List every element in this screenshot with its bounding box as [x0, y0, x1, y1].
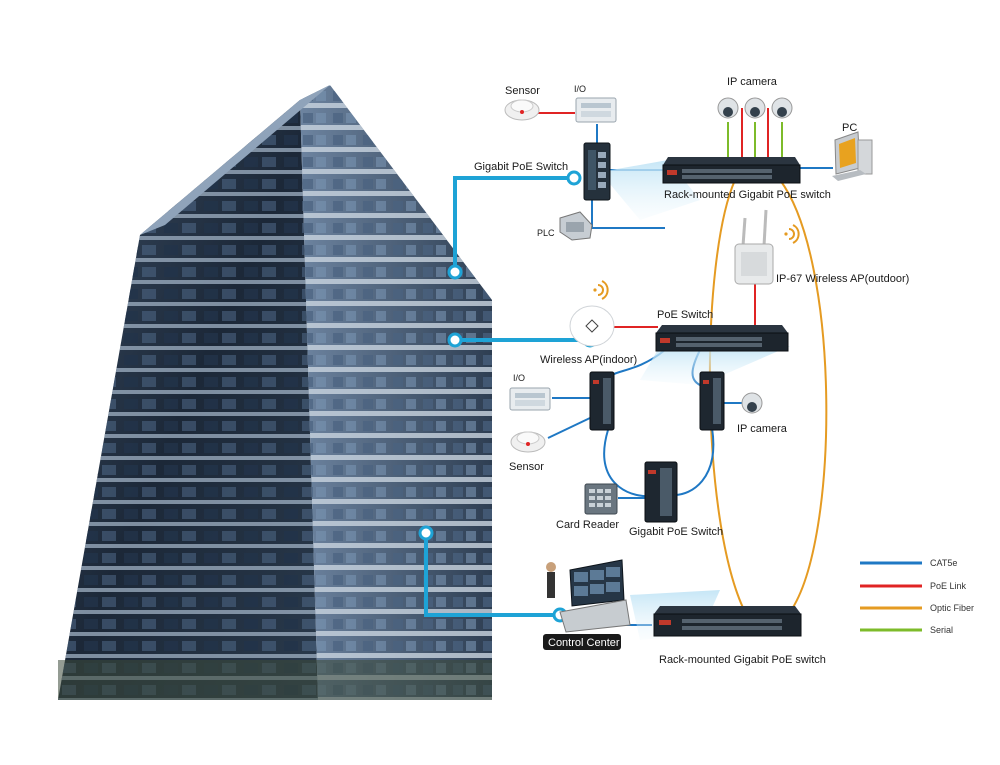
ip-camera-top-label: IP camera — [727, 76, 778, 88]
ip-camera-mid-device — [741, 392, 763, 414]
node-middle-floor — [447, 332, 463, 348]
card-reader-device — [584, 483, 618, 515]
wifi-icon-outdoor — [784, 224, 800, 244]
gigabit-poe-switch-top-label: Gigabit PoE Switch — [474, 161, 568, 173]
ip-camera-2 — [744, 97, 766, 119]
node-lower-floor — [418, 525, 434, 541]
sensor-top-device — [504, 99, 540, 121]
legend-item-cat5e: CAT5e — [860, 558, 957, 568]
industrial-switch-bottom — [644, 461, 678, 523]
building-link-top — [453, 176, 574, 272]
poe-switch-label: PoE Switch — [657, 309, 713, 321]
node-top-floor — [447, 264, 463, 280]
io-mid-label: I/O — [513, 373, 525, 383]
office-building — [58, 85, 492, 700]
legend-item-serial: Serial — [860, 625, 953, 635]
ip67-ap-label: IP-67 Wireless AP(outdoor) — [776, 273, 909, 285]
legend-label-poe-link: PoE Link — [930, 581, 967, 591]
ip-camera-1 — [717, 97, 739, 119]
pc-device — [832, 131, 873, 181]
sensor-mid-label: Sensor — [509, 461, 544, 473]
building-link-bottom — [424, 533, 560, 617]
io-mid-device — [509, 387, 551, 411]
gigabit-poe-switch-bottom-label: Gigabit PoE Switch — [629, 526, 723, 538]
rack-switch-top-label: Rack-mounted Gigabit PoE switch — [664, 189, 831, 201]
legend-item-poe-link: PoE Link — [860, 581, 967, 591]
poe-switch-device — [655, 325, 789, 352]
coverage-middle — [640, 346, 790, 385]
io-top-device — [575, 97, 617, 123]
node-top-switch — [566, 170, 582, 186]
rack-switch-bottom-device — [653, 606, 802, 637]
sensor-mid-device — [510, 431, 546, 453]
control-center-label: Control Center — [548, 637, 620, 649]
control-center-badge — [543, 634, 621, 650]
rack-switch-bottom-label: Rack-mounted Gigabit PoE switch — [659, 654, 826, 666]
legend: CAT5e PoE Link Optic Fiber Serial — [860, 558, 974, 635]
control-center-device — [546, 559, 631, 633]
legend-item-optic-fiber: Optic Fiber — [860, 603, 974, 613]
cat5e-sensor-mid — [547, 417, 591, 439]
pc-label: PC — [842, 122, 857, 134]
wifi-icon-indoor — [593, 280, 609, 300]
plc-device — [559, 211, 593, 241]
legend-label-serial: Serial — [930, 625, 953, 635]
industrial-switch-right — [699, 371, 725, 431]
ip-camera-3 — [771, 97, 793, 119]
plc-label: PLC — [537, 228, 555, 238]
wireless-ap-indoor-label: Wireless AP(indoor) — [540, 354, 637, 366]
cat5e-ring-right — [674, 427, 715, 496]
ip67-wireless-ap-device — [734, 209, 774, 285]
card-reader-label: Card Reader — [556, 519, 619, 531]
legend-label-cat5e: CAT5e — [930, 558, 957, 568]
industrial-switch-left — [589, 371, 615, 431]
gigabit-poe-switch-top-device — [583, 142, 611, 201]
legend-label-optic-fiber: Optic Fiber — [930, 603, 974, 613]
ip-camera-top-group — [717, 97, 793, 119]
ip-camera-mid-label: IP camera — [737, 423, 788, 435]
wireless-ap-indoor-device — [569, 305, 615, 347]
io-top-label: I/O — [574, 84, 586, 94]
rack-switch-top-device — [662, 157, 801, 184]
fiber-ring-right — [779, 179, 828, 613]
sensor-top-label: Sensor — [505, 85, 540, 97]
